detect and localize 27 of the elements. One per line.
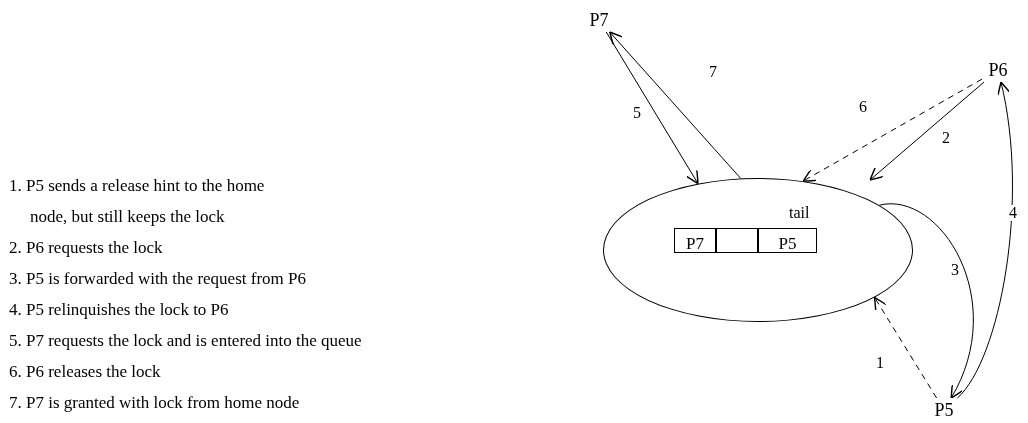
arrow: [873, 296, 938, 399]
step-description: 3. P5 is forwarded with the request from P6: [9, 268, 307, 290]
queue-cell: P7: [674, 228, 716, 253]
process-label: P6: [982, 58, 1014, 82]
arrow: [878, 203, 974, 399]
step-description: 2. P6 requests the lock: [9, 237, 164, 259]
step-description: 7. P7 is granted with lock from home node: [9, 392, 301, 414]
arrow: [869, 81, 985, 181]
queue-cell: [716, 228, 758, 253]
queue-tail-label: tail: [789, 205, 810, 221]
step-description: 4. P5 relinquishes the lock to P6: [9, 299, 230, 321]
edge-label: 1: [874, 355, 886, 371]
step-description: 6. P6 releases the lock: [9, 361, 162, 383]
arrow: [609, 31, 742, 179]
process-label: P7: [583, 8, 615, 32]
edge-label: 6: [857, 99, 869, 115]
edge-label: 2: [940, 130, 952, 146]
step-description: 5. P7 requests the lock and is entered into the queue: [9, 330, 363, 352]
arrow: [956, 81, 1013, 399]
arrow: [802, 78, 983, 182]
edge-label: 3: [949, 262, 961, 278]
step-description: 1. P5 sends a release hint to the home node, but still keeps the lock: [9, 175, 266, 228]
process-label: P5: [928, 398, 960, 422]
edge-label: 5: [631, 105, 643, 121]
arrow: [605, 31, 699, 185]
edge-label: 7: [707, 64, 719, 80]
edge-label: 4: [1007, 205, 1019, 221]
